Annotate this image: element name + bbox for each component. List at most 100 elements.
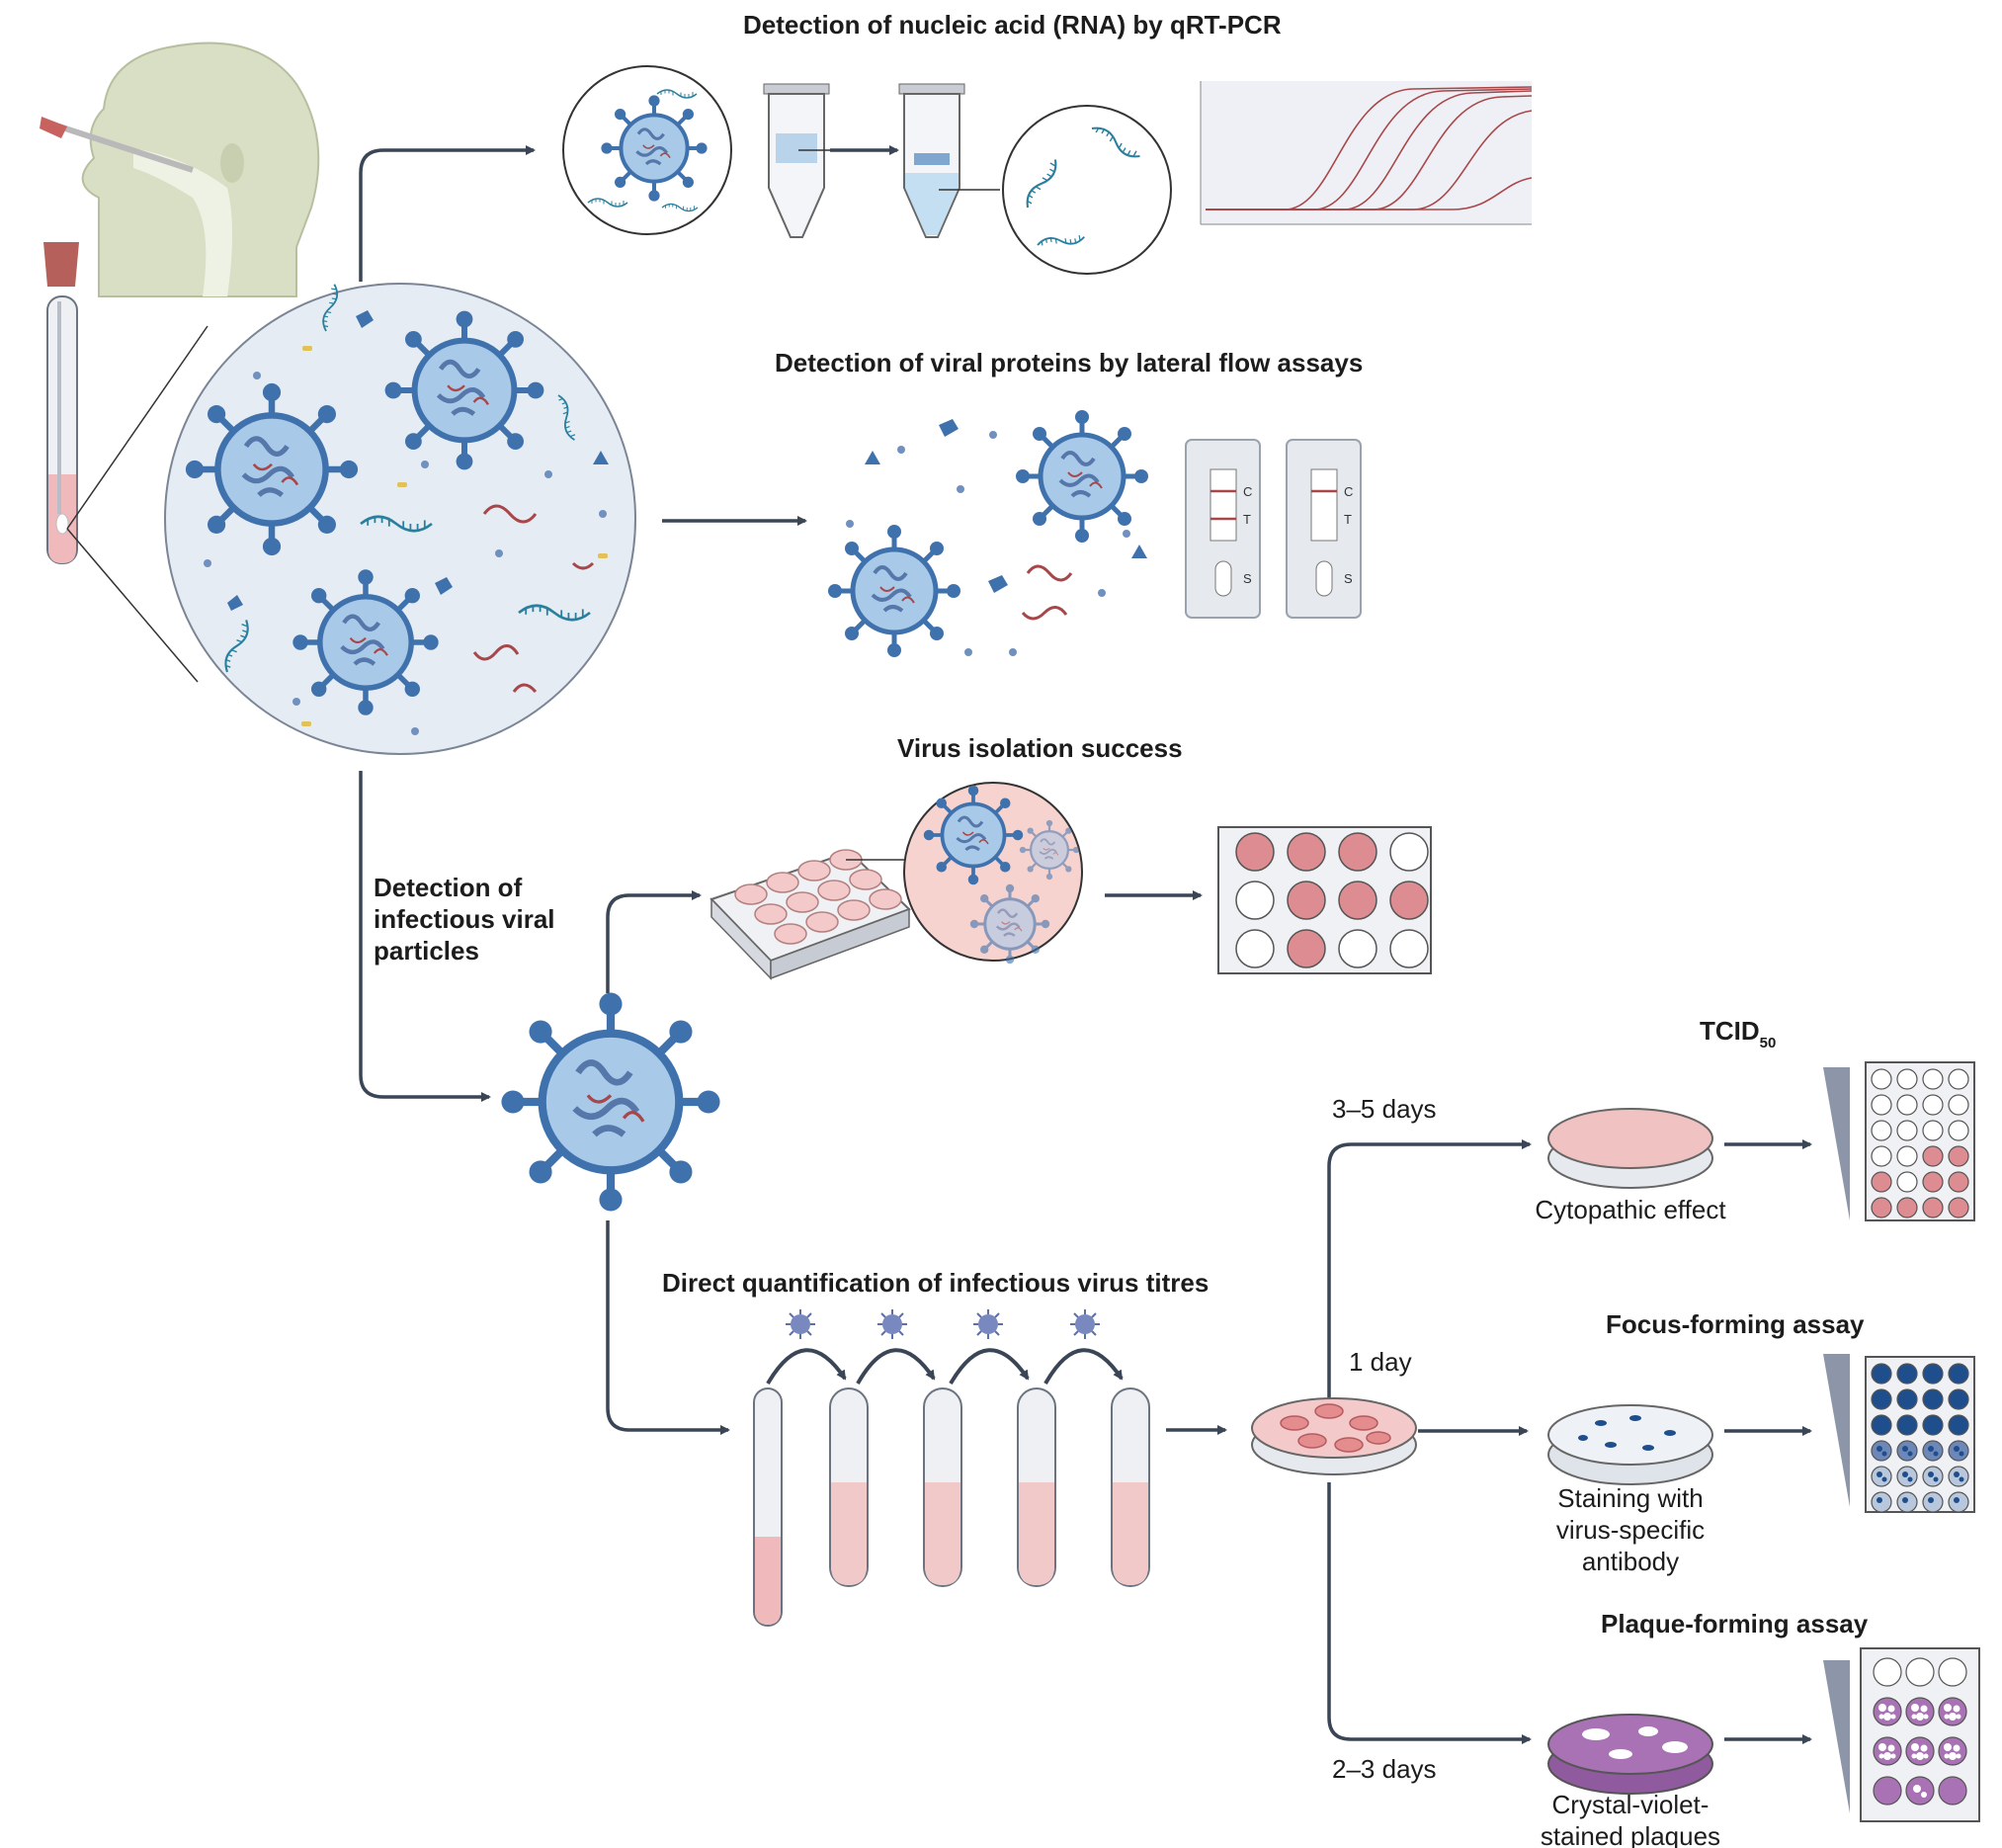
plaque-well [1938,1657,1967,1687]
sample-tube [43,242,79,564]
isolation-well [1287,929,1326,968]
duration-tcid: 3–5 days [1332,1094,1437,1124]
focus-well [1922,1388,1944,1410]
tcid50-well [1871,1068,1892,1090]
plaque-spot [1953,1705,1960,1713]
culture-plate-3d [709,849,914,980]
plaque-well [1938,1736,1967,1766]
plaque-spot [1920,1705,1928,1713]
focus-spot [1881,1476,1887,1482]
title-tcid50: TCID50 [1700,1016,1776,1051]
plaque-spot [1913,1785,1921,1793]
focus-well [1948,1414,1969,1436]
caption-crystal-violet: Crystal-violet- stained plaques [1502,1789,1759,1848]
focus-well [1896,1363,1918,1385]
plaque-spot [1944,1714,1950,1720]
title-protein-detection: Detection of viral proteins by lateral f… [775,348,1364,378]
tcid50-well [1871,1145,1892,1167]
cytopathic-dish [1547,1108,1713,1189]
plaque-spot [1878,1704,1886,1712]
plaque-well [1873,1736,1902,1766]
tcid50-well [1896,1068,1918,1090]
dilution-tube-medium [1113,1482,1148,1585]
focus-spot [1877,1471,1882,1477]
focus-spot [1907,1451,1913,1457]
isolation-wells [1235,832,1429,968]
plaque-spot [1890,1714,1896,1720]
test-strip-positive: C T S [1185,439,1261,619]
plaque-spot [1878,1743,1886,1751]
sample-zoom-circle [164,282,636,755]
plaque-spot [1956,1714,1961,1720]
infected-monolayer-dish [1251,1397,1417,1475]
plaque-spot [1944,1743,1952,1751]
tcid50-well [1948,1171,1969,1193]
title-focus-forming: Focus-forming assay [1606,1309,1865,1339]
rna-strands-circle [1002,105,1172,275]
focus-well [1871,1414,1892,1436]
tcid50-well [1896,1197,1918,1218]
plaque-well [1873,1657,1902,1687]
dilution-tube-1 [753,1387,783,1627]
dilution-wedges [1823,1067,1850,1813]
caption-cytopathic: Cytopathic effect [1535,1195,1726,1224]
duration-plaque: 2–3 days [1332,1754,1437,1784]
pcr-tube-1 [763,83,830,238]
isolation-well [1287,832,1326,872]
isolation-well [1235,832,1275,872]
focus-spot [1877,1497,1882,1503]
plaque-spot [1949,1752,1957,1760]
isolation-well [1287,881,1326,920]
focus-well [1896,1388,1918,1410]
focus-well [1922,1363,1944,1385]
plaque-spot [1887,1705,1895,1713]
isolation-well [1389,832,1429,872]
title-plaque-forming: Plaque-forming assay [1601,1609,1869,1638]
focus-spot [1881,1451,1887,1457]
transfer-mini-viruses [785,1308,1101,1340]
plaque-spot [1883,1752,1891,1760]
plaque-spot [1890,1753,1896,1759]
plaque-well [1938,1697,1967,1726]
title-rna-detection: Detection of nucleic acid (RNA) by qRT-P… [743,10,1282,40]
tcid-main: TCID [1700,1016,1760,1046]
focus-spot [1959,1476,1964,1482]
plaque-well [1905,1697,1935,1726]
focus-spot [1954,1446,1960,1452]
isolation-well [1235,929,1275,968]
plaque-spot [1920,1744,1928,1752]
tcid50-well [1896,1145,1918,1167]
focus-well [1896,1414,1918,1436]
tcid50-well [1896,1171,1918,1193]
focus-spot [1959,1451,1964,1457]
plaque-spot [1916,1752,1924,1760]
strip2-control-letter: C [1344,484,1353,499]
tcid50-well [1871,1120,1892,1141]
staining-line-1: Staining with [1557,1483,1704,1513]
plaque-spot [1944,1753,1950,1759]
focus-spot [1902,1446,1908,1452]
crystal-line-1: Crystal-violet- [1551,1790,1710,1819]
focus-wells [1871,1363,1969,1513]
plaque-spot [1923,1753,1929,1759]
tcid50-well [1896,1094,1918,1116]
plaque-well [1905,1736,1935,1766]
tcid50-well [1922,1094,1944,1116]
tcid50-well [1871,1171,1892,1193]
plaque-spot [1887,1744,1895,1752]
plaque-well [1873,1776,1902,1806]
tcid50-well [1922,1068,1944,1090]
duration-focus: 1 day [1349,1347,1412,1377]
patient-head-illustration [81,42,320,297]
focus-well [1871,1388,1892,1410]
tcid50-well [1896,1120,1918,1141]
dilution-tube-medium [1019,1482,1054,1585]
pcr-tube-2 [898,83,1000,238]
tcid50-well [1922,1145,1944,1167]
plaque-spot [1883,1713,1891,1721]
flow-arrows [359,145,1812,1744]
isolation-well [1338,929,1377,968]
isolation-well [1235,881,1275,920]
